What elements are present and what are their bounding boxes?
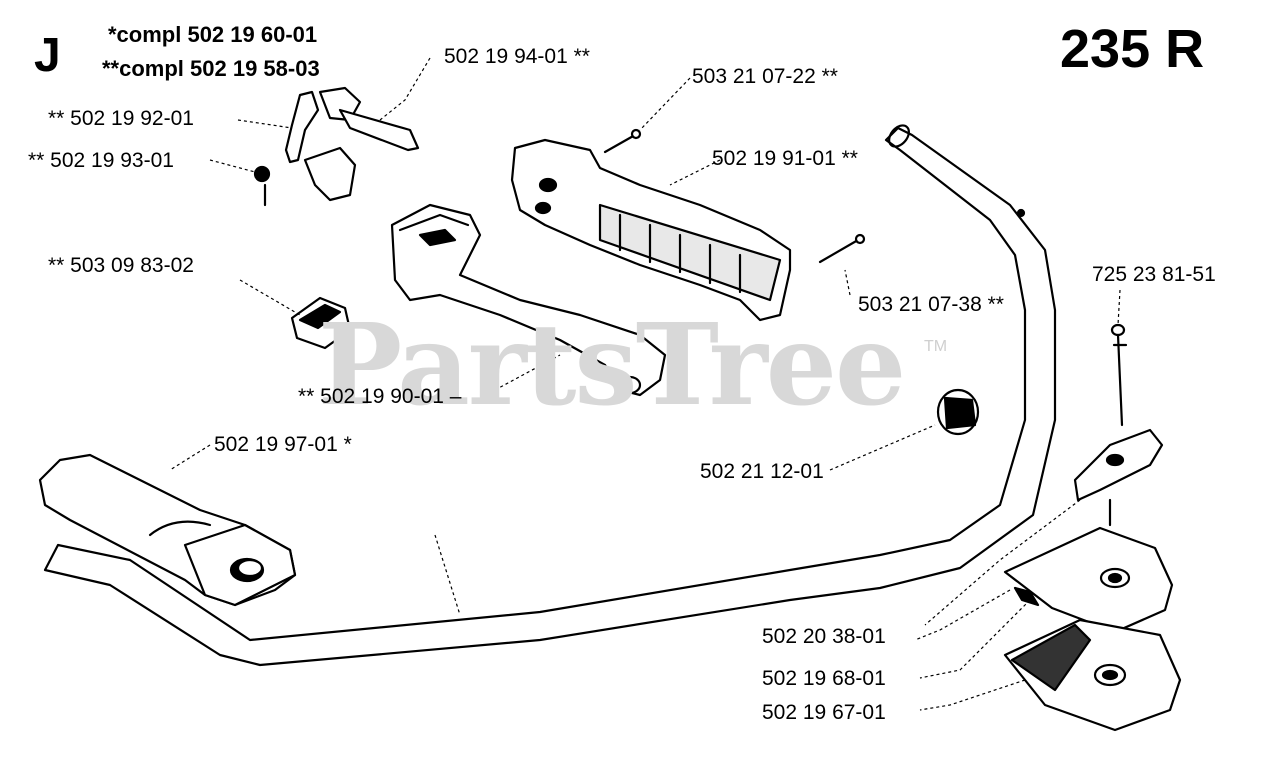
clamp-lower-block: [1003, 618, 1182, 732]
part-label-handle-half-right: 502 19 91-01 **: [712, 147, 858, 170]
handle-half-left: [390, 203, 667, 397]
part-label-lever: ** 502 19 92-01: [48, 107, 194, 130]
handlebar-tube: [43, 124, 1057, 667]
part-label-clamp-lower: 502 19 67-01: [762, 701, 886, 724]
compl-double-note: **compl 502 19 58-03: [102, 56, 320, 81]
switch-part: [290, 296, 352, 350]
part-label-clamp-upper: 502 20 38-01: [762, 625, 886, 648]
foam-grip: [38, 453, 297, 607]
nut-part: [253, 165, 271, 207]
bolt-part: [1110, 323, 1128, 427]
spacer-block: [1003, 526, 1174, 634]
clamp-part: [936, 388, 980, 436]
clamp-upper-part: [1073, 428, 1164, 527]
part-label-nut: ** 502 19 93-01: [28, 149, 174, 172]
part-label-screw-top: 503 21 07-22 **: [692, 65, 838, 88]
part-label-handle-bracket: 502 19 94-01 **: [444, 45, 590, 68]
watermark-text: PartsTree: [318, 300, 906, 431]
compl-single-note: *compl 502 19 60-01: [108, 22, 318, 47]
part-label-switch: ** 503 09 83-02: [48, 254, 194, 277]
part-label-handle-half-left: ** 502 19 90-01 –: [298, 385, 462, 408]
part-label-spacer: 502 19 68-01: [762, 667, 886, 690]
screw-top-part: [603, 128, 642, 154]
section-letter: J: [34, 29, 61, 82]
screw-side-part: [818, 233, 866, 264]
watermark-trademark: TM: [924, 338, 948, 355]
part-label-screw-side: 503 21 07-38 **: [858, 293, 1004, 316]
handle-half-right: [510, 138, 792, 322]
lever-assembly: [284, 86, 420, 202]
part-label-clamp: 502 21 12-01: [700, 460, 824, 483]
model-title: 235 R: [1060, 19, 1205, 79]
part-label-bolt: 725 23 81-51: [1092, 263, 1216, 286]
part-label-grip: 502 19 97-01 *: [214, 433, 352, 456]
